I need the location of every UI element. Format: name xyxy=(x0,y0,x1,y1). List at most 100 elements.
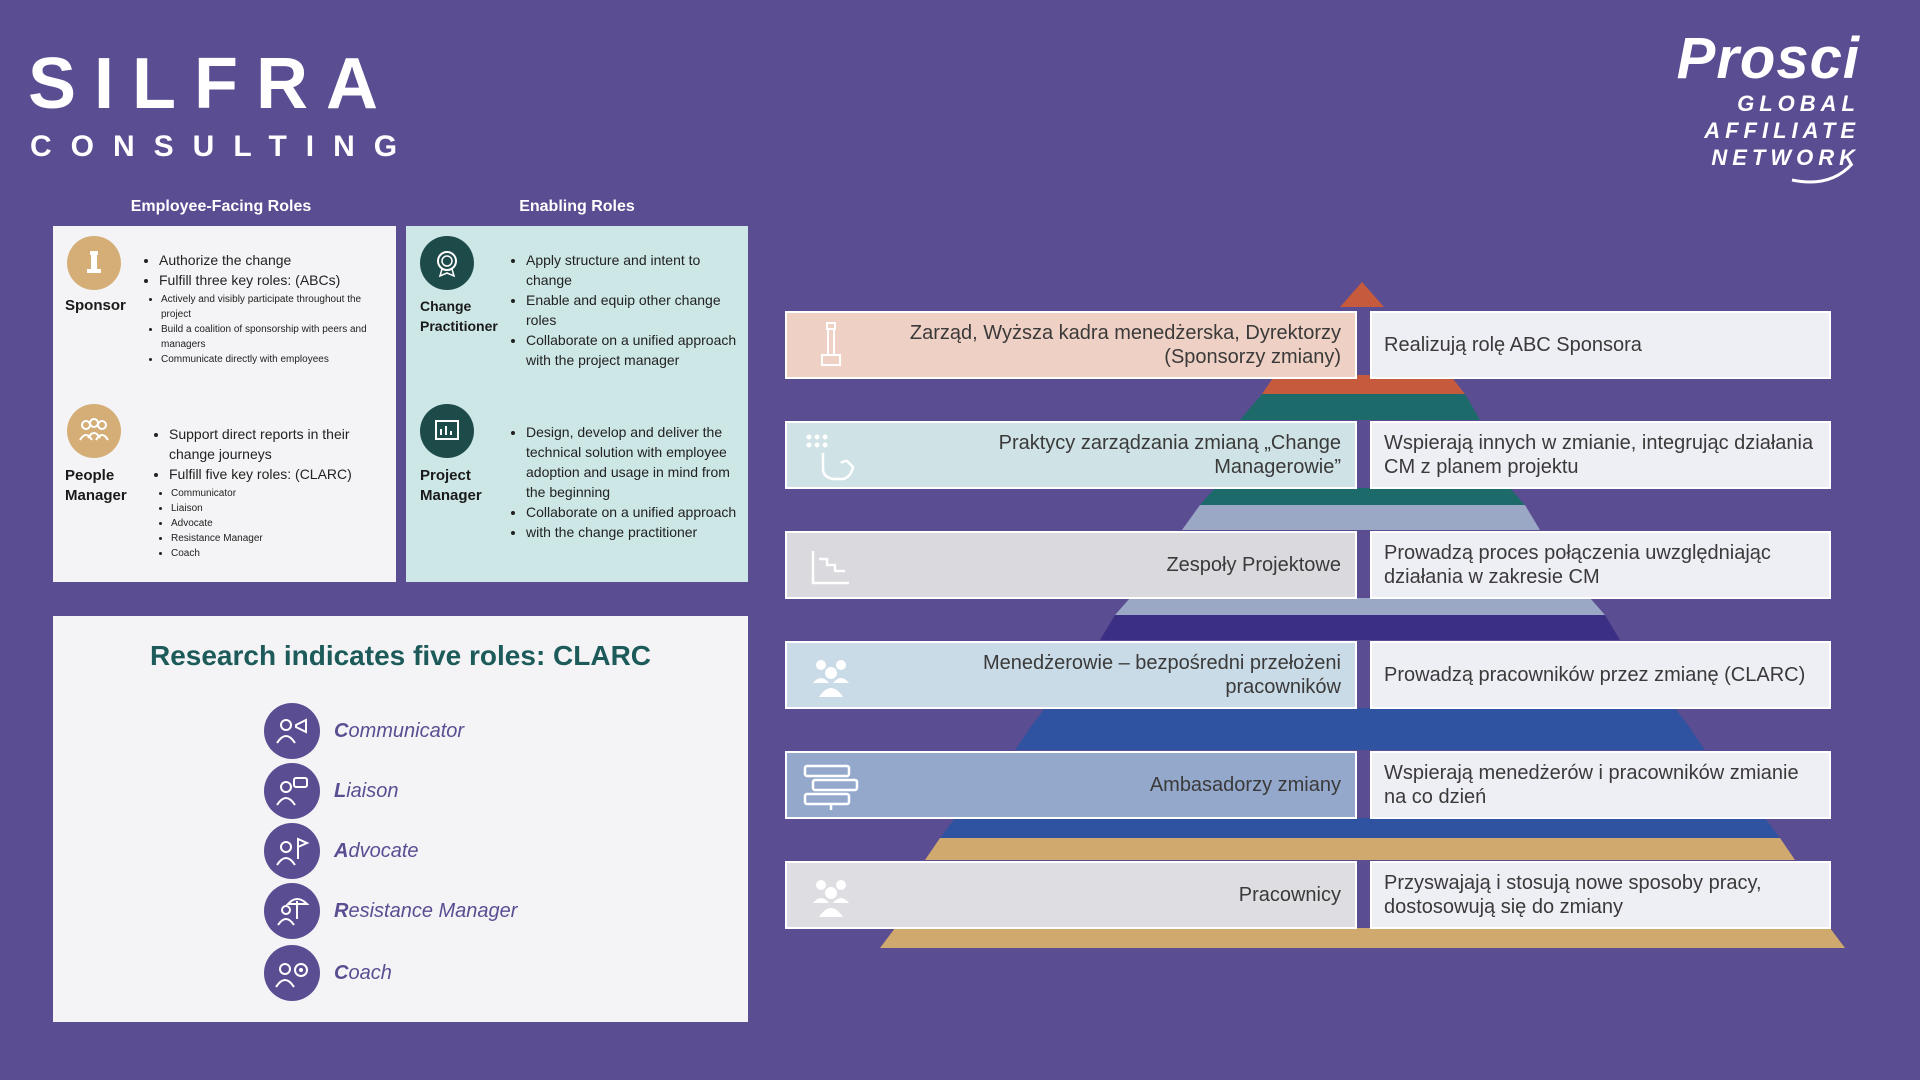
pyramid-level-label: Zarząd, Wyższa kadra menedżerska, Dyrekt… xyxy=(909,322,1341,368)
pyramid-level-description: Wspierają menedżerów i pracowników zmian… xyxy=(1370,751,1831,819)
change-practitioner-bullets: Apply structure and intent to change Ena… xyxy=(510,250,742,370)
team-icon xyxy=(801,649,861,705)
clarc-role-initial: C xyxy=(334,961,349,984)
sub-bullet-item: Coach xyxy=(171,546,393,561)
role-name-change-practitioner: Change Practitioner xyxy=(420,296,498,336)
pyramid-band xyxy=(940,818,1780,838)
role-name-project-manager: Project Manager xyxy=(420,466,482,506)
speech-person-icon xyxy=(264,763,320,819)
clarc-role-initial: R xyxy=(334,899,349,922)
clarc-role-label: Advocate xyxy=(334,840,419,863)
enabling-roles-heading: Enabling Roles xyxy=(519,198,635,215)
clarc-role-row: Resistance Manager xyxy=(264,883,517,939)
role-name-sponsor: Sponsor xyxy=(65,297,126,314)
clarc-role-rest: oach xyxy=(348,961,392,984)
flag-person-icon xyxy=(264,823,320,879)
prosci-logo-line: AFFILIATE xyxy=(1704,118,1860,143)
bullet-item: Fulfill three key roles: (ABCs) xyxy=(159,270,388,290)
pyramid-level-description: Realizują rolę ABC Sponsora xyxy=(1370,311,1831,379)
clarc-role-initial: L xyxy=(334,779,347,802)
pyramid-level-description: Przyswajają i stosują nowe sposoby pracy… xyxy=(1370,861,1831,929)
pyramid-level-left: Pracownicy xyxy=(785,861,1357,929)
people-manager-bullets: Support direct reports in their change j… xyxy=(153,424,393,561)
clarc-role-rest: iaison xyxy=(346,779,399,802)
chart-board-icon xyxy=(420,404,474,458)
pyramid-level-left: Ambasadorzy zmiany xyxy=(785,751,1357,819)
pyramid-level-left: Menedżerowie – bezpośredni przełożeni pr… xyxy=(785,641,1357,709)
clarc-role-initial: C xyxy=(334,719,349,742)
bullet-item: Enable and equip other change roles xyxy=(526,290,742,330)
sub-bullet-item: Liaison xyxy=(171,501,393,516)
clarc-role-label: Coach xyxy=(334,962,392,985)
clarc-role-label: Resistance Manager xyxy=(334,900,517,923)
bullet-item: Authorize the change xyxy=(159,250,388,270)
pyramid-band xyxy=(1262,375,1465,394)
pyramid-band xyxy=(1115,598,1605,615)
clarc-role-label: Communicator xyxy=(334,720,464,743)
pyramid-level-description: Prowadzą proces połączenia uwzględniając… xyxy=(1370,531,1831,599)
sub-bullet-item: Advocate xyxy=(171,516,393,531)
pyramid-level-description: Wspierają innych w zmianie, integrując d… xyxy=(1370,421,1831,489)
pyramid-band xyxy=(1200,488,1525,505)
pyramid-band xyxy=(1182,505,1540,530)
silfra-logo-subtitle: CONSULTING xyxy=(30,130,417,163)
pyramid-band xyxy=(880,928,1845,948)
clarc-role-initial: A xyxy=(334,839,349,862)
pyramid-level-left: Zespoły Projektowe xyxy=(785,531,1357,599)
role-name-people-manager: People Manager xyxy=(65,466,127,506)
pyramid-band xyxy=(1015,728,1705,750)
pyramid-level-label: Menedżerowie – bezpośredni przełożeni pr… xyxy=(983,652,1341,698)
clarc-role-rest: esistance Manager xyxy=(348,899,518,922)
role-name-line: Manager xyxy=(65,487,127,504)
bullet-item: Collaborate on a unified approach xyxy=(526,502,744,522)
bullet-item: Apply structure and intent to change xyxy=(526,250,742,290)
pyramid-level-left: Praktycy zarządzania zmianą „Change Mana… xyxy=(785,421,1357,489)
swoosh-icon xyxy=(1791,162,1854,184)
pyramid-level-left: Zarząd, Wyższa kadra menedżerska, Dyrekt… xyxy=(785,311,1357,379)
role-name-line: Project xyxy=(420,467,471,484)
role-name-line: Change xyxy=(420,298,472,314)
prosci-logo: Prosci GLOBAL AFFILIATE NETWORK xyxy=(1660,26,1860,184)
role-name-line: People xyxy=(65,467,115,484)
employee-facing-heading: Employee-Facing Roles xyxy=(130,198,312,215)
silfra-logo-title: SILFRA xyxy=(28,44,396,124)
clarc-role-row: Coach xyxy=(264,945,392,1001)
megaphone-person-icon xyxy=(264,703,320,759)
bullet-item: Collaborate on a unified approach with t… xyxy=(526,330,742,370)
clarc-role-row: Advocate xyxy=(264,823,419,879)
pyramid-level-label: Praktycy zarządzania zmianą „Change Mana… xyxy=(998,432,1341,478)
sub-bullet-item: Resistance Manager xyxy=(171,531,393,546)
pyramid-band xyxy=(925,838,1795,860)
enabling-roles-card: Change Practitioner Apply structure and … xyxy=(406,226,748,582)
role-name-line: Practitioner xyxy=(420,318,498,334)
clarc-role-row: Liaison xyxy=(264,763,398,819)
pyramid-level-label: Zespoły Projektowe xyxy=(1166,554,1341,576)
clarc-role-rest: dvocate xyxy=(348,839,419,862)
staircase-chart-icon xyxy=(801,539,861,595)
sign-post-icon xyxy=(801,759,861,815)
clarc-role-label: Liaison xyxy=(334,780,398,803)
sponsor-bullets: Authorize the change Fulfill three key r… xyxy=(143,250,388,367)
clarc-role-row: Communicator xyxy=(264,703,464,759)
target-person-icon xyxy=(264,945,320,1001)
clarc-role-rest: ommunicator xyxy=(348,719,465,742)
pyramid-band xyxy=(1100,615,1620,640)
sub-bullet-item: Actively and visibly participate through… xyxy=(161,292,388,322)
prosci-logo-name: Prosci xyxy=(1676,26,1860,91)
chess-piece-icon xyxy=(67,236,121,290)
prosci-logo-line: NETWORK xyxy=(1711,145,1860,170)
pyramid-level-label: Pracownicy xyxy=(1238,884,1341,906)
sub-bullet-item: Communicate directly with employees xyxy=(161,352,388,367)
bullet-item: Design, develop and deliver the technica… xyxy=(526,422,744,502)
sub-bullet-item: Build a coalition of sponsorship with pe… xyxy=(161,322,388,352)
employee-facing-card: Sponsor Authorize the change Fulfill thr… xyxy=(53,226,396,582)
team-icon xyxy=(801,869,861,925)
pyramid-band xyxy=(1240,394,1480,420)
clarc-card xyxy=(53,616,748,1022)
hand-pointer-icon xyxy=(801,429,861,485)
prosci-logo-line: GLOBAL xyxy=(1737,91,1860,116)
pyramid-level-label: Ambasadorzy zmiany xyxy=(1149,774,1341,796)
bullet-item: with the change practitioner xyxy=(526,522,744,542)
pyramid-band xyxy=(1340,282,1384,307)
